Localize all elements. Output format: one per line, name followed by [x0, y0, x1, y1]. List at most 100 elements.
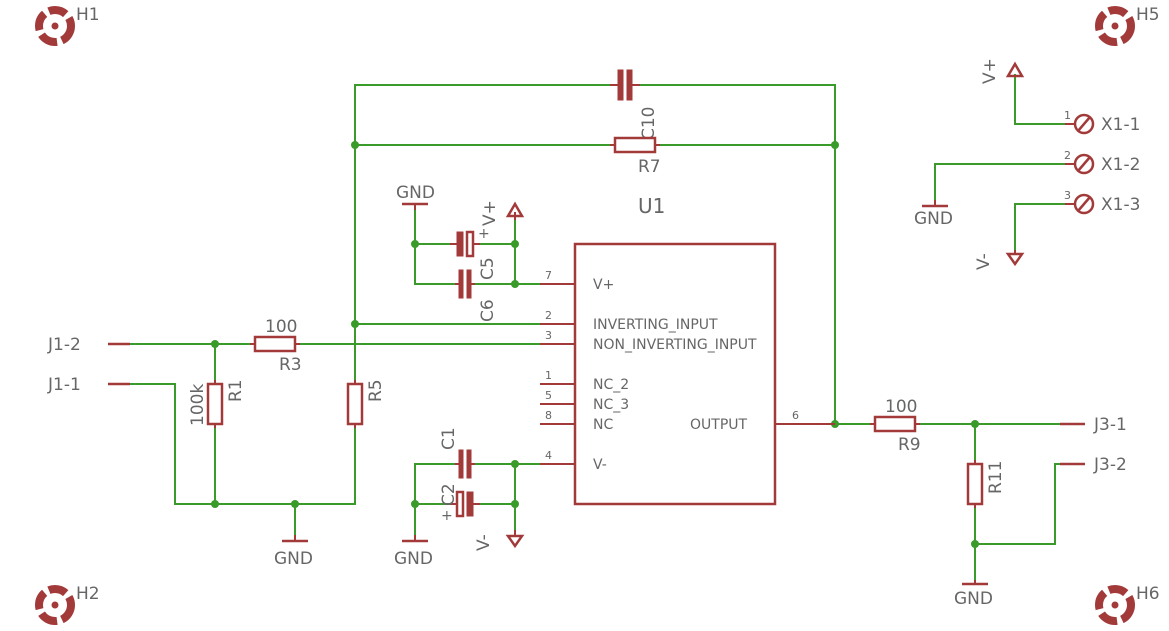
op-amp-u1: U1 7 V+ 2 INVERTING_INPUT 3 NON_INVERTIN… [540, 194, 835, 506]
resistor-r9: 100 R9 [870, 397, 921, 455]
pin-name: INVERTING_INPUT [593, 317, 718, 333]
part-designator: U1 [638, 194, 665, 218]
junctions [211, 141, 979, 548]
junction-dot [971, 420, 979, 428]
connector-label: J3-1 [1093, 415, 1127, 435]
vminus-symbol: V- [974, 250, 1025, 270]
vminus-label: V- [974, 253, 994, 270]
part-designator: C2 [439, 483, 459, 506]
connector-j1-1: J1-1 [47, 375, 130, 395]
capacitor-c1: C1 [439, 427, 475, 479]
terminal-label: X1-1 [1101, 115, 1140, 135]
terminal-label: X1-2 [1101, 155, 1140, 175]
part-designator: R11 [986, 461, 1006, 494]
junction-dot [351, 141, 359, 149]
vminus-symbol: V- [474, 530, 525, 551]
gnd-label: GND [274, 549, 313, 569]
capacitor-c6: C6 [455, 269, 498, 322]
resistor-r11: R11 [966, 460, 1006, 508]
mounting-hole-h2: H2 [35, 584, 100, 625]
gnd-symbol: GND [954, 580, 993, 609]
pin-number: 6 [792, 409, 799, 422]
wires [129, 74, 1066, 581]
pin-number: 3 [545, 329, 552, 342]
part-value: 100k [188, 384, 208, 426]
part-designator: R9 [898, 435, 921, 455]
pin-name: NC_2 [593, 377, 629, 393]
connector-j3-2: J3-2 [1060, 455, 1127, 475]
vplus-symbol: V+ [980, 58, 1025, 84]
resistor-r1: R1 100k [188, 379, 246, 428]
junction-dot [511, 240, 519, 248]
mounting-hole-h1: H1 [35, 5, 100, 46]
gnd-symbol: GND [914, 200, 953, 229]
capacitor-c5: + C5 [450, 226, 498, 280]
gnd-symbol: GND [394, 535, 433, 569]
connector-label: J1-1 [47, 375, 81, 395]
part-designator: R5 [366, 379, 386, 402]
connector-j1-2: J1-2 [47, 335, 130, 355]
polarity-plus-icon: + [441, 508, 453, 524]
connector-j3-1: J3-1 [1060, 415, 1127, 435]
resistor-r3: 100 R3 [250, 317, 302, 375]
mounting-hole-label: H1 [76, 5, 100, 25]
pin-number: 1 [1064, 109, 1071, 122]
junction-dot [351, 320, 359, 328]
junction-dot [971, 540, 979, 548]
pin-name: NON_INVERTING_INPUT [593, 337, 757, 353]
mounting-hole-label: H5 [1136, 5, 1160, 25]
mounting-hole-label: H6 [1136, 584, 1160, 604]
part-designator: R7 [638, 157, 661, 177]
mounting-hole-h6: H6 [1095, 584, 1160, 625]
part-value: 100 [265, 317, 297, 337]
terminal-x1-2: 2 X1-2 [1064, 149, 1140, 175]
part-designator: R1 [226, 379, 246, 402]
junction-dot [411, 240, 419, 248]
pin-number: 7 [545, 269, 552, 282]
junction-dot [211, 340, 219, 348]
gnd-label: GND [914, 209, 953, 229]
gnd-label: GND [954, 589, 993, 609]
pin-number: 4 [545, 449, 552, 462]
terminal-x1-1: 1 X1-1 [1064, 109, 1140, 135]
gnd-label: GND [394, 549, 433, 569]
gnd-symbol: GND [396, 183, 435, 210]
pin-name: OUTPUT [690, 417, 748, 433]
part-designator: C5 [478, 257, 498, 280]
vplus-label: V+ [480, 200, 500, 226]
gnd-symbol: GND [274, 535, 313, 569]
junction-dot [511, 280, 519, 288]
resistor-r7: R7 [610, 136, 661, 177]
gnd-label: GND [396, 183, 435, 203]
pin-number: 8 [545, 409, 552, 422]
pin-name: V- [593, 457, 607, 473]
mounting-hole-label: H2 [76, 584, 100, 604]
pin-name: NC_3 [593, 397, 629, 413]
pin-number: 5 [545, 389, 552, 402]
part-designator: C10 [639, 106, 659, 140]
vplus-symbol: V+ [480, 200, 525, 226]
junction-dot [511, 460, 519, 468]
part-value: 100 [885, 397, 917, 417]
part-designator: R3 [279, 355, 302, 375]
junction-dot [211, 500, 219, 508]
vplus-label: V+ [980, 58, 1000, 84]
pin-name: V+ [593, 277, 614, 293]
part-designator: C6 [478, 299, 498, 322]
mounting-hole-h5: H5 [1095, 5, 1160, 46]
connector-label: J3-2 [1093, 455, 1127, 475]
connector-label: J1-2 [47, 335, 81, 355]
pin-number: 2 [545, 309, 552, 322]
vminus-label: V- [474, 534, 494, 551]
capacitor-c2: + C2 [439, 483, 480, 524]
pin-number: 1 [545, 369, 552, 382]
terminal-x1-3: 3 X1-3 [1064, 189, 1140, 215]
junction-dot [831, 141, 839, 149]
pin-name: NC [593, 417, 613, 433]
capacitor-c10: C10 [610, 69, 659, 140]
pin-number: 2 [1064, 149, 1071, 162]
part-designator: C1 [439, 427, 459, 450]
pin-number: 3 [1064, 189, 1071, 202]
terminal-label: X1-3 [1101, 195, 1140, 215]
